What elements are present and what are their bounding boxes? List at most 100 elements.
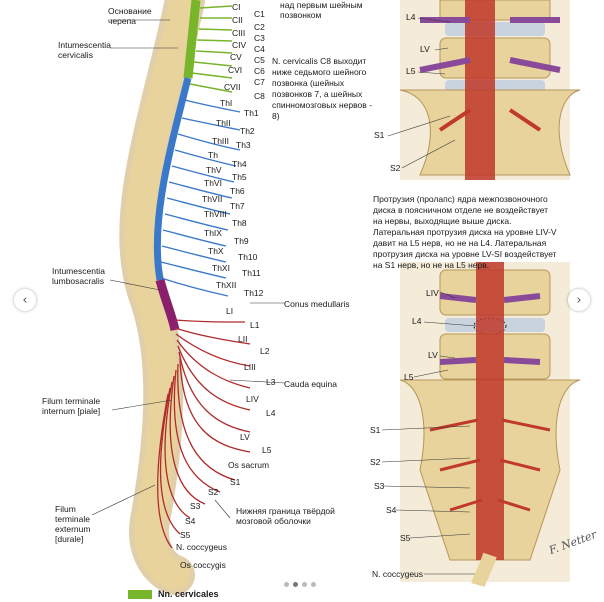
nerve-label-th4: Th4 — [232, 159, 247, 169]
nerve-label-th1: Th1 — [244, 108, 259, 118]
nerve-label-thv: ThV — [206, 165, 222, 175]
spinal-cord — [153, 0, 201, 331]
nerve-label-c3: C3 — [254, 33, 265, 43]
label-dura-lower-border: Нижняя граница твёрдой мозговой оболочки — [236, 506, 335, 526]
label-filum-terminale-externum: Filum terminale externum [durale] — [55, 504, 91, 544]
nerve-label-c1: C1 — [254, 9, 265, 19]
thoracic-nerves — [160, 99, 241, 297]
rb-label-l5: L5 — [404, 372, 414, 382]
nerve-label-liii: LIII — [244, 362, 256, 372]
label-top-right: над первым шейным позвонком — [280, 0, 363, 20]
nerve-label-thvii: ThVII — [202, 194, 223, 204]
nerve-label-s3: S3 — [190, 501, 201, 511]
label-conus-medullaris: Conus medullaris — [284, 299, 350, 309]
nerve-label-ci: CI — [232, 2, 241, 12]
nerve-label-thxi: ThXI — [212, 263, 230, 273]
rb-label-s1: S1 — [370, 425, 381, 435]
rb-label-s5: S5 — [400, 533, 411, 543]
legend-label-cervical: Nn. cervicales — [158, 589, 219, 599]
nerve-label-l2: L2 — [260, 346, 270, 356]
nerve-label-l3: L3 — [266, 377, 276, 387]
lumbar-illustration-top — [399, 0, 581, 180]
nerve-label-cv: CV — [230, 52, 242, 62]
carousel-dot[interactable] — [302, 582, 307, 587]
carousel-dot[interactable] — [311, 582, 316, 587]
nerve-label-s2: S2 — [208, 487, 219, 497]
nerve-label-s5: S5 — [180, 530, 191, 540]
nerve-label-th8: Th8 — [232, 218, 247, 228]
carousel-next-button[interactable]: › — [568, 289, 590, 311]
label-cauda-equina: Cauda equina — [284, 379, 337, 389]
rb-label-lv: LV — [428, 350, 438, 360]
nerve-label-thi: ThI — [220, 98, 233, 108]
nerve-label-liv: LIV — [246, 394, 259, 404]
carousel-dot-active[interactable] — [293, 582, 298, 587]
nerve-label-thix: ThIX — [204, 228, 222, 238]
nerve-label-c4: C4 — [254, 44, 265, 54]
label-os-coccygis: Os coccygis — [180, 560, 226, 570]
nerve-label-th5: Th5 — [232, 172, 247, 182]
nerve-label-thiii: ThIII — [212, 136, 230, 146]
chevron-left-icon: ‹ — [22, 292, 28, 308]
nerve-label-th6: Th6 — [230, 186, 245, 196]
nerve-label-cvi: CVI — [228, 65, 243, 75]
nerve-label-li: LI — [226, 306, 234, 316]
cauda-equina — [156, 319, 251, 549]
nerve-label-c2: C2 — [254, 22, 265, 32]
rb-label-liv: LIV — [426, 288, 439, 298]
nerve-label-th9: Th9 — [234, 236, 249, 246]
label-filum-terminale-internum: Filum terminale internum [piale] — [42, 396, 101, 416]
nerve-label-th: Th — [208, 150, 218, 160]
nerve-label-l4: L4 — [266, 408, 276, 418]
nerve-label-th12: Th12 — [244, 288, 264, 298]
nerve-label-c7: C7 — [254, 77, 265, 87]
nerve-label-l5: L5 — [262, 445, 272, 455]
nerve-label-th2: Th2 — [240, 126, 255, 136]
nerve-label-cii: CII — [232, 15, 243, 25]
protrusion-caption: Протрузия (пролапс) ядра межпозвоночного… — [373, 194, 557, 270]
rb-label-l4: L4 — [412, 316, 422, 326]
label-os-sacrum: Os sacrum — [228, 460, 270, 470]
right-leader-lines — [381, 17, 477, 575]
nerve-label-c6: C6 — [254, 66, 265, 76]
nerve-label-c8: C8 — [254, 91, 265, 101]
rb-label-n-coccygeus: N. coccygeus — [372, 569, 424, 579]
nerve-label-c5: C5 — [254, 55, 265, 65]
nerve-label-th7: Th7 — [230, 201, 245, 211]
nerve-label-th3: Th3 — [236, 140, 251, 150]
nerve-label-thx: ThX — [208, 246, 224, 256]
nerve-label-civ: CIV — [232, 40, 247, 50]
nerve-label-lv: LV — [240, 432, 250, 442]
rb-label-s3: S3 — [374, 481, 385, 491]
rt-label-l5: L5 — [406, 66, 416, 76]
legend: Nn. cervicales — [128, 589, 219, 599]
nerve-label-thviii: ThVIII — [204, 209, 227, 219]
rt-label-s2: S2 — [390, 163, 401, 173]
nerve-label-l1: L1 — [250, 320, 260, 330]
nerve-label-cvii: CVII — [224, 82, 241, 92]
nerve-label-thii: ThII — [216, 118, 231, 128]
nerve-label-th10: Th10 — [238, 252, 258, 262]
lumbosacral-illustration-bottom — [399, 262, 581, 588]
rb-label-s2: S2 — [370, 457, 381, 467]
nerve-c8-note: N. cervicalis C8 выходит ниже седьмого ш… — [272, 56, 372, 121]
chevron-right-icon: › — [576, 292, 582, 308]
vertebral-column — [119, 0, 205, 595]
carousel-dots — [284, 582, 316, 587]
nerve-label-s1: S1 — [230, 477, 241, 487]
leader-lines — [91, 19, 286, 519]
carousel-prev-button[interactable]: ‹ — [14, 289, 36, 311]
nerve-label-s4: S4 — [185, 516, 196, 526]
nerve-label-th11: Th11 — [242, 268, 261, 278]
label-n-coccygeus: N. coccygeus — [176, 542, 228, 552]
nerve-label-ciii: CIII — [232, 28, 246, 38]
label-intumescentia-cervicalis: Intumescentia cervicalis — [58, 40, 111, 60]
carousel-dot[interactable] — [284, 582, 289, 587]
nerve-label-thxii: ThXII — [216, 280, 237, 290]
nerve-label-lii: LII — [238, 334, 248, 344]
rt-label-lv: LV — [420, 44, 430, 54]
rb-label-s4: S4 — [386, 505, 397, 515]
legend-swatch-cervical — [128, 589, 152, 599]
nerve-label-thvi: ThVI — [204, 178, 222, 188]
